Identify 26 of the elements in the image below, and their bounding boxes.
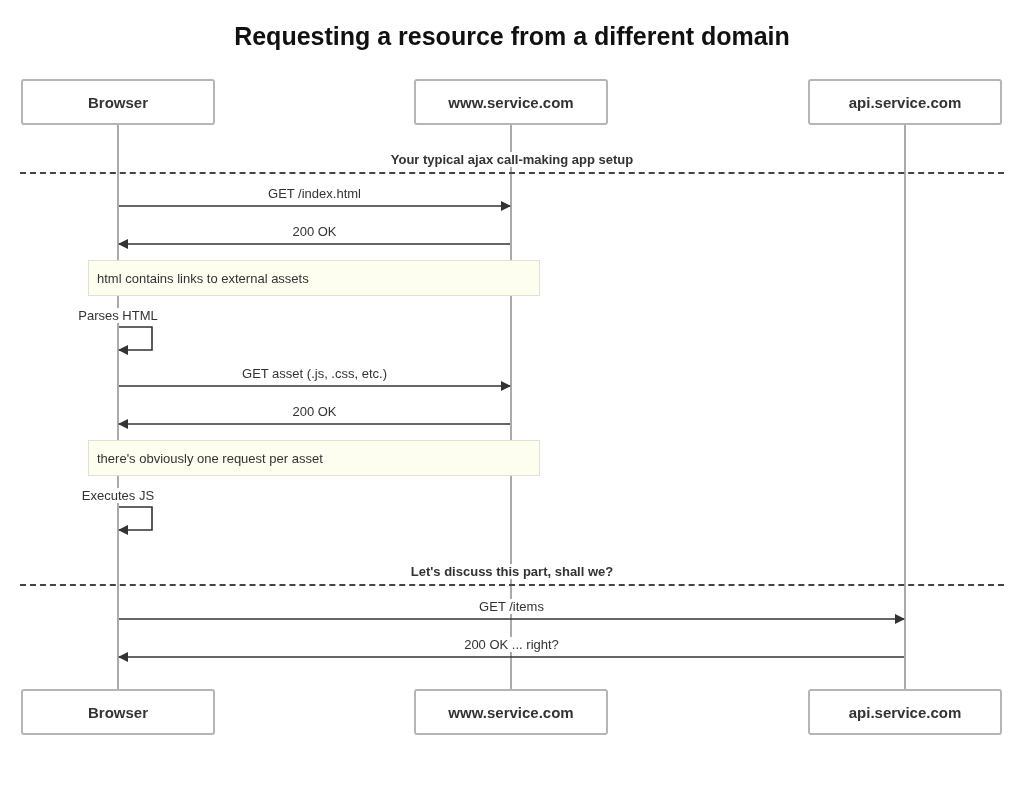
diagram-title: Requesting a resource from a different domain xyxy=(233,22,791,51)
participant-box: api.service.com xyxy=(808,689,1002,735)
message-arrow xyxy=(118,381,511,391)
edge-label: GET /items xyxy=(477,599,546,614)
edge-label: 200 OK xyxy=(290,404,339,419)
edge-label: Executes JS xyxy=(79,488,157,503)
participant-box: Browser xyxy=(21,79,215,125)
lifeline xyxy=(904,125,906,689)
note: html contains links to external assets xyxy=(88,260,540,296)
message-arrow xyxy=(118,239,511,249)
participant-box: www.service.com xyxy=(414,689,608,735)
message-arrow xyxy=(118,326,153,355)
message-arrow xyxy=(118,652,905,662)
edge-label: 200 OK ... right? xyxy=(462,637,561,652)
note: there's obviously one request per asset xyxy=(88,440,540,476)
participant-box: api.service.com xyxy=(808,79,1002,125)
participant-box: Browser xyxy=(21,689,215,735)
edge-label: 200 OK xyxy=(290,224,339,239)
message-arrow xyxy=(118,506,153,535)
edge-label: GET /index.html xyxy=(266,186,363,201)
message-arrow xyxy=(118,614,905,624)
message-arrow xyxy=(118,419,511,429)
message-arrow xyxy=(118,201,511,211)
participant-box: www.service.com xyxy=(414,79,608,125)
edge-label: Parses HTML xyxy=(76,308,160,323)
edge-label: GET asset (.js, .css, etc.) xyxy=(240,366,389,381)
